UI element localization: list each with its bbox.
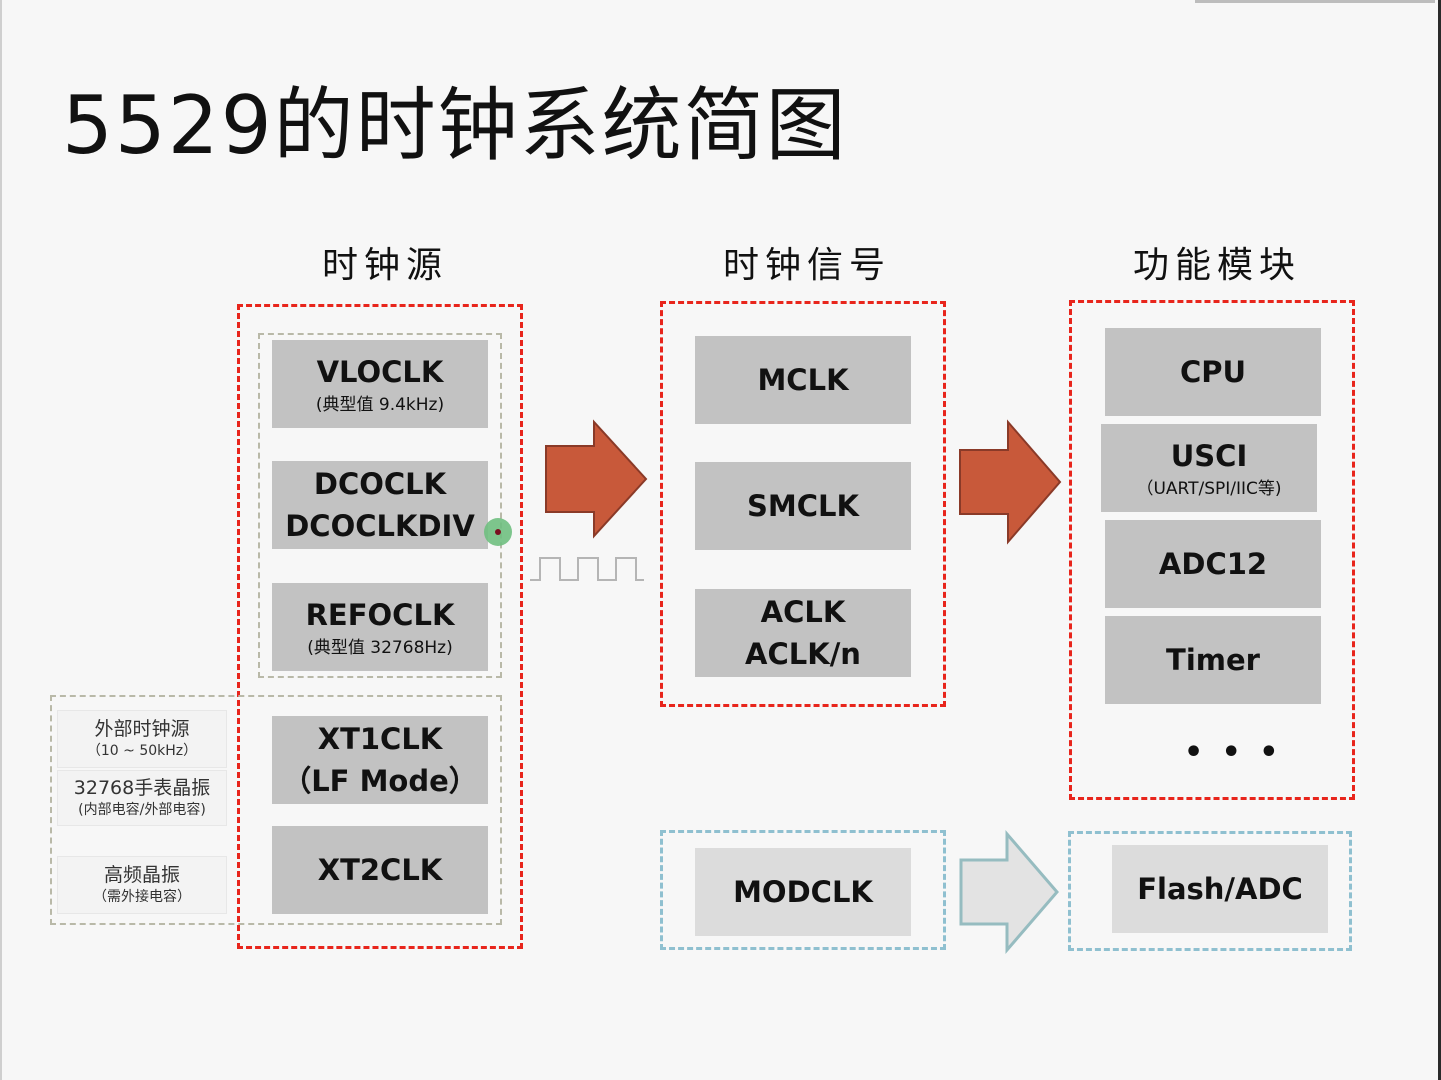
column-heading-signals: 时钟信号 — [722, 245, 891, 286]
vloclk-label: VLOCLK — [316, 355, 444, 389]
arrow-sources-to-signals-icon — [545, 419, 648, 539]
timer-label: Timer — [1166, 643, 1260, 677]
external-input-watch-crystal-note: (内部电容/外部电容) — [78, 802, 206, 818]
aclk-label: ACLK — [760, 595, 846, 629]
aclk-n-label: ACLK/n — [745, 637, 861, 671]
top-bar — [1195, 0, 1435, 3]
xt1clk-label: XT1CLK — [317, 722, 443, 756]
modclk-label: MODCLK — [733, 875, 873, 909]
external-input-hf-crystal-note: （需外接电容） — [93, 889, 191, 905]
cpu-label: CPU — [1179, 355, 1247, 389]
external-input-clock-title: 外部时钟源 — [94, 718, 190, 740]
aclk-block: ACLK ACLK/n — [695, 589, 911, 677]
modclk-block: MODCLK — [695, 848, 911, 936]
right-edge — [1438, 0, 1441, 1080]
flash-adc-group — [1068, 831, 1352, 951]
refoclk-note: (典型值 32768Hz) — [307, 638, 453, 658]
internal-sources-group — [258, 333, 502, 678]
left-edge — [0, 0, 2, 1080]
vloclk-note: (典型值 9.4kHz) — [315, 395, 445, 415]
external-input-clock: 外部时钟源 （10 ~ 50kHz） — [57, 710, 227, 768]
usci-note: （UART/SPI/IIC等) — [1136, 479, 1282, 499]
flash-adc-block: Flash/ADC — [1112, 845, 1328, 933]
xt2clk-label: XT2CLK — [317, 853, 443, 887]
mclk-label: MCLK — [757, 363, 849, 397]
dcoclkdiv-label: DCOCLKDIV — [285, 509, 475, 543]
xt1clk-mode: （LF Mode） — [282, 764, 478, 798]
usci-label: USCI — [1170, 439, 1248, 473]
usci-block: USCI （UART/SPI/IIC等) — [1101, 424, 1317, 512]
dcoclk-label: DCOCLK — [313, 467, 447, 501]
refoclk-block: REFOCLK (典型值 32768Hz) — [272, 583, 488, 671]
square-wave-icon — [530, 557, 644, 581]
smclk-block: SMCLK — [695, 462, 911, 550]
xt1clk-block: XT1CLK （LF Mode） — [272, 716, 488, 804]
external-input-watch-crystal-title: 32768手表晶振 — [73, 777, 211, 799]
flash-adc-label: Flash/ADC — [1137, 872, 1303, 906]
xt2clk-block: XT2CLK — [272, 826, 488, 914]
external-input-hf-crystal: 高频晶振 （需外接电容） — [57, 856, 227, 914]
adc12-label: ADC12 — [1158, 547, 1268, 581]
arrow-modclk-icon — [959, 829, 1059, 955]
dcoclk-block: DCOCLK DCOCLKDIV — [272, 461, 488, 549]
clock-signals-group — [660, 301, 946, 707]
refoclk-label: REFOCLK — [305, 598, 455, 632]
vloclk-block: VLOCLK (典型值 9.4kHz) — [272, 340, 488, 428]
clock-sources-group — [237, 304, 523, 949]
modclk-group — [660, 830, 946, 950]
cpu-block: CPU — [1105, 328, 1321, 416]
mouse-cursor-icon — [484, 518, 512, 546]
column-heading-modules: 功能模块 — [1132, 245, 1301, 286]
column-heading-sources: 时钟源 — [321, 245, 448, 286]
external-input-clock-range: （10 ~ 50kHz） — [86, 743, 198, 759]
function-modules-group — [1069, 300, 1355, 800]
slide-title: 5529的时钟系统简图 — [62, 79, 848, 172]
timer-block: Timer — [1105, 616, 1321, 704]
smclk-label: SMCLK — [747, 489, 859, 523]
external-input-hf-crystal-title: 高频晶振 — [103, 864, 180, 886]
adc12-block: ADC12 — [1105, 520, 1321, 608]
more-modules-ellipsis: • • • — [1184, 735, 1283, 770]
external-input-watch-crystal: 32768手表晶振 (内部电容/外部电容) — [57, 770, 227, 826]
external-sources-group — [50, 695, 502, 925]
arrow-signals-to-modules-icon — [959, 419, 1062, 545]
mclk-block: MCLK — [695, 336, 911, 424]
